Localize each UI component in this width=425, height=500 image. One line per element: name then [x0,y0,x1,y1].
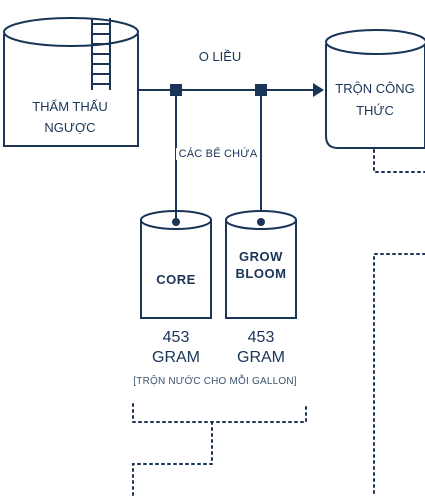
junction-grow [255,84,267,96]
core-amount: 453 GRAM [152,329,200,366]
mix-note: [TRỘN NƯỚC CHO MỖI GALLON] [133,376,297,387]
dosing-line-label: O LIỀU [198,49,242,64]
ladder-icon [91,18,111,90]
core-label: CORE [156,272,196,287]
core-bottle [140,210,212,319]
grow-pipe-end [257,218,265,226]
stock-tanks-label: CÁC BỂ CHỨA [176,148,260,160]
mix-tank [325,29,425,149]
grow-amount: 453 GRAM [237,329,285,366]
core-pipe-end [172,218,180,226]
grow-bottle [225,210,297,319]
mix-tank-label: TRỘN CÔNG THỨC [335,81,415,118]
grow-bloom-label: GROW BLOOM [235,249,287,281]
ro-tank [3,17,139,147]
junction-core [170,84,182,96]
dotted-connectors [132,149,425,497]
arrow-head-icon [313,83,324,97]
ro-tank-label: THẨM THẤU NGƯỢC [32,99,108,135]
